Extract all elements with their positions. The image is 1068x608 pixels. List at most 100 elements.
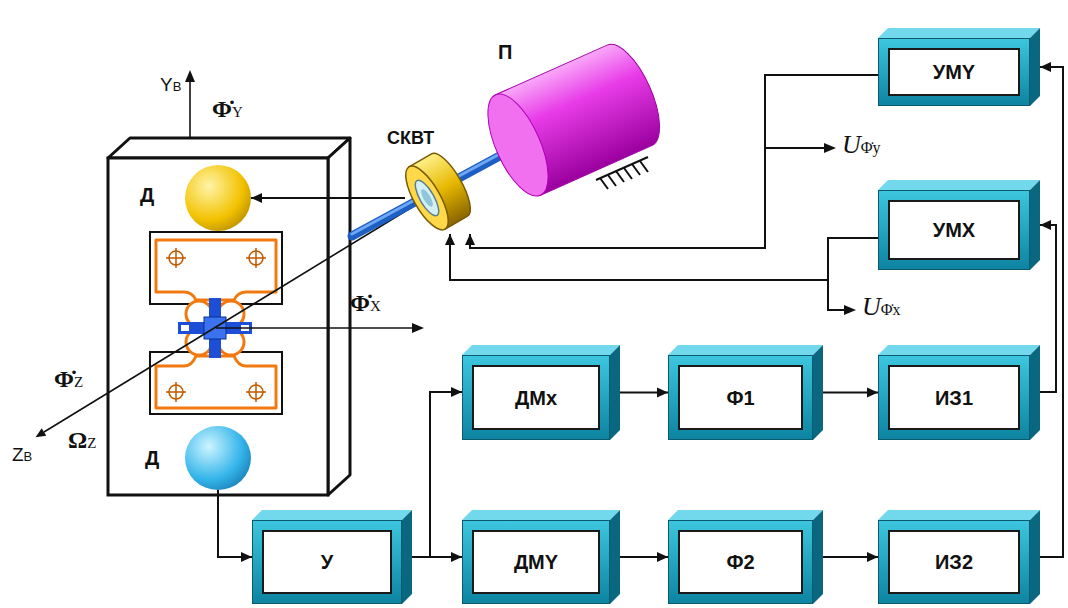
process-box: ИЗ1 (878, 345, 1040, 440)
axis-y (189, 80, 191, 138)
connector (823, 552, 878, 562)
process-box: ДМY (462, 510, 620, 604)
connector (445, 234, 878, 280)
box-window: ДМx (472, 365, 600, 430)
box-top (668, 345, 823, 355)
box-top (462, 345, 620, 355)
box-side (1030, 180, 1040, 270)
box-front: ДМY (462, 520, 610, 604)
connector (412, 387, 462, 557)
arrow-head (251, 193, 262, 203)
shaft (352, 143, 520, 236)
box-side (1030, 510, 1040, 604)
axis (36, 70, 428, 437)
box-side (1030, 345, 1040, 440)
box-top (252, 510, 412, 520)
arrow-head (185, 70, 195, 82)
sensor-label: Д (140, 183, 154, 207)
process-box: УМX (878, 180, 1040, 270)
box-top (668, 510, 823, 520)
signal-wire (765, 147, 826, 149)
box-front: УМY (878, 38, 1030, 106)
arrow-head (445, 234, 455, 245)
block-label: УМX (933, 218, 975, 242)
axis-x (216, 327, 414, 329)
connector (620, 388, 668, 398)
connector (412, 552, 462, 562)
connector (251, 193, 405, 203)
motor: П (470, 40, 670, 200)
connector-line (1040, 225, 1056, 392)
block-label: Ф1 (726, 386, 754, 410)
signal-label: Φ̇X (350, 290, 381, 318)
ground-hatch (596, 157, 648, 189)
block-label: УМY (933, 60, 975, 84)
box-side (610, 345, 620, 440)
shaft (352, 145, 520, 236)
block-label: ДМx (515, 386, 557, 410)
connector-line (218, 490, 252, 557)
hatch (600, 161, 648, 189)
housing (108, 138, 350, 495)
block-label: У (321, 550, 333, 574)
box-front: Ф2 (668, 520, 813, 604)
housing-top (108, 138, 350, 158)
sensor-frame (150, 232, 282, 304)
mount-hole (166, 248, 266, 402)
arrow-head (451, 552, 462, 562)
box-front: ИЗ2 (878, 520, 1030, 604)
signal-label: YB (160, 74, 181, 96)
box-top (878, 180, 1040, 190)
box-front: ИЗ1 (878, 355, 1030, 440)
sensor (150, 232, 282, 414)
ground-line (596, 157, 648, 180)
arrow-head (451, 387, 462, 397)
signal-wire (828, 280, 846, 310)
process-box: У (252, 510, 412, 604)
arrow-head (241, 552, 252, 562)
housing-side (328, 138, 350, 495)
motor-face (476, 86, 561, 204)
box-window: ИЗ2 (888, 530, 1020, 594)
arrow-head (465, 234, 475, 245)
process-box: Ф1 (668, 345, 823, 440)
box-window: ДМY (472, 530, 600, 594)
block-label: Ф2 (726, 550, 754, 574)
resolver-label: СКВТ (387, 128, 434, 150)
box-side (813, 345, 823, 440)
box-front: УМX (878, 190, 1030, 270)
box-window: УМX (888, 200, 1020, 260)
signal-tap (765, 143, 856, 315)
arrow-head (657, 388, 668, 398)
arrow-head (412, 323, 424, 333)
connector-line (251, 197, 405, 199)
connector (823, 388, 878, 398)
arrow-head (36, 428, 47, 437)
box-window: У (262, 530, 392, 594)
ring-face (398, 160, 457, 235)
block-label: ИЗ1 (935, 386, 973, 410)
box-window: УМY (888, 48, 1020, 96)
arrow-head (824, 143, 836, 153)
process-box: Ф2 (668, 510, 823, 604)
sensor-sphere: Д (185, 165, 251, 231)
sensor-plate (156, 240, 276, 300)
motor-label: П (498, 40, 512, 64)
box-top (878, 28, 1040, 38)
box-window: ИЗ1 (888, 365, 1020, 430)
sensor-frame (150, 352, 282, 414)
box-front: ДМx (462, 355, 610, 440)
signal-label: UΦ̇x (862, 292, 900, 322)
signal-label: Φ̇Y (212, 96, 243, 124)
connector-line (1040, 67, 1063, 557)
motor-symbol (470, 40, 670, 200)
axis-z (44, 198, 427, 432)
sensor-beam-detail (181, 325, 189, 331)
signal-label: Φ̇Z (54, 366, 83, 394)
process-box: ДМx (462, 345, 620, 440)
arrow-head (1040, 220, 1051, 230)
connector-line (450, 234, 878, 280)
box-side (402, 510, 412, 604)
ring-bore (411, 177, 443, 219)
connector (218, 490, 252, 562)
